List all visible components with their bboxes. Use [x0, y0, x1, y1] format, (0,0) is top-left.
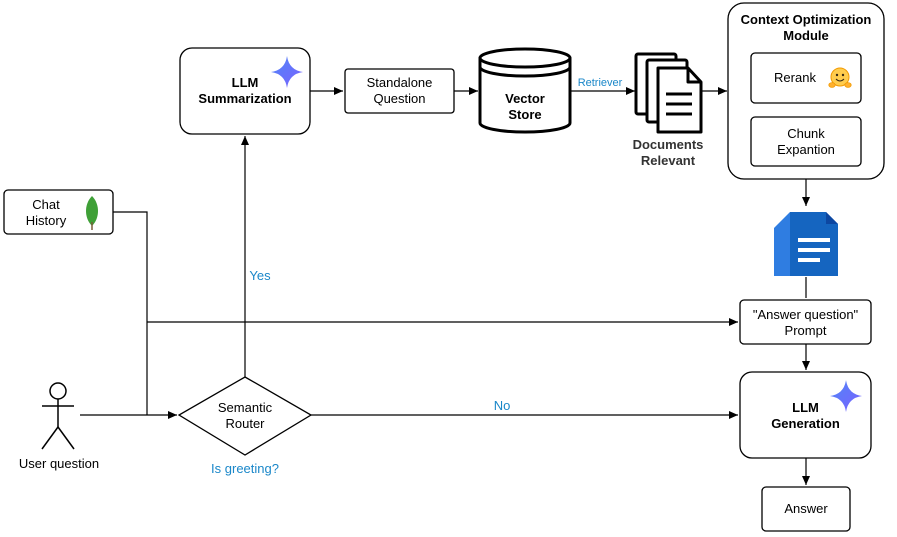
answer-label: Answer [784, 501, 828, 516]
google-docs-icon [774, 212, 838, 276]
semantic-router-label: Semantic Router [217, 400, 273, 431]
yes-edge-label: Yes [249, 268, 271, 283]
gemini-sparkle-icon [271, 56, 303, 88]
llm-summarization-label: LLM Summarization [198, 75, 292, 106]
is-greeting-caption: Is greeting? [211, 461, 279, 476]
answer-prompt-label: "Answer question" Prompt [752, 307, 859, 338]
user-stick-figure-icon [41, 382, 75, 450]
documents-relevant-label: Documents Relevant [632, 137, 704, 168]
edge-chat-history-down [113, 211, 148, 415]
gemini-sparkle-icon [830, 380, 862, 412]
mongodb-leaf-icon [86, 196, 98, 230]
chunk-expansion-box [750, 116, 862, 167]
documents-stack-icon [634, 52, 703, 134]
hugging-face-icon [828, 67, 852, 88]
retriever-edge-label: Retriever [577, 77, 623, 89]
answer-box [761, 486, 851, 532]
rerank-box [750, 52, 862, 104]
no-edge-label: No [493, 398, 511, 413]
semantic-router-diamond [177, 376, 313, 456]
standalone-question-label: Standalone Question [366, 75, 433, 106]
user-question-label: User question [18, 456, 100, 471]
context-optimization-module-title: Context Optimization Module [740, 12, 872, 43]
llm-generation-label: LLM Generation [771, 400, 840, 431]
edges [80, 87, 810, 485]
chat-history-label: Chat History [25, 197, 67, 228]
rerank-label: Rerank [774, 70, 816, 85]
vector-store-label: Vector Store [505, 91, 545, 122]
chunk-expansion-label: Chunk Expantion [777, 126, 835, 157]
vector-store-cylinder [478, 47, 572, 134]
